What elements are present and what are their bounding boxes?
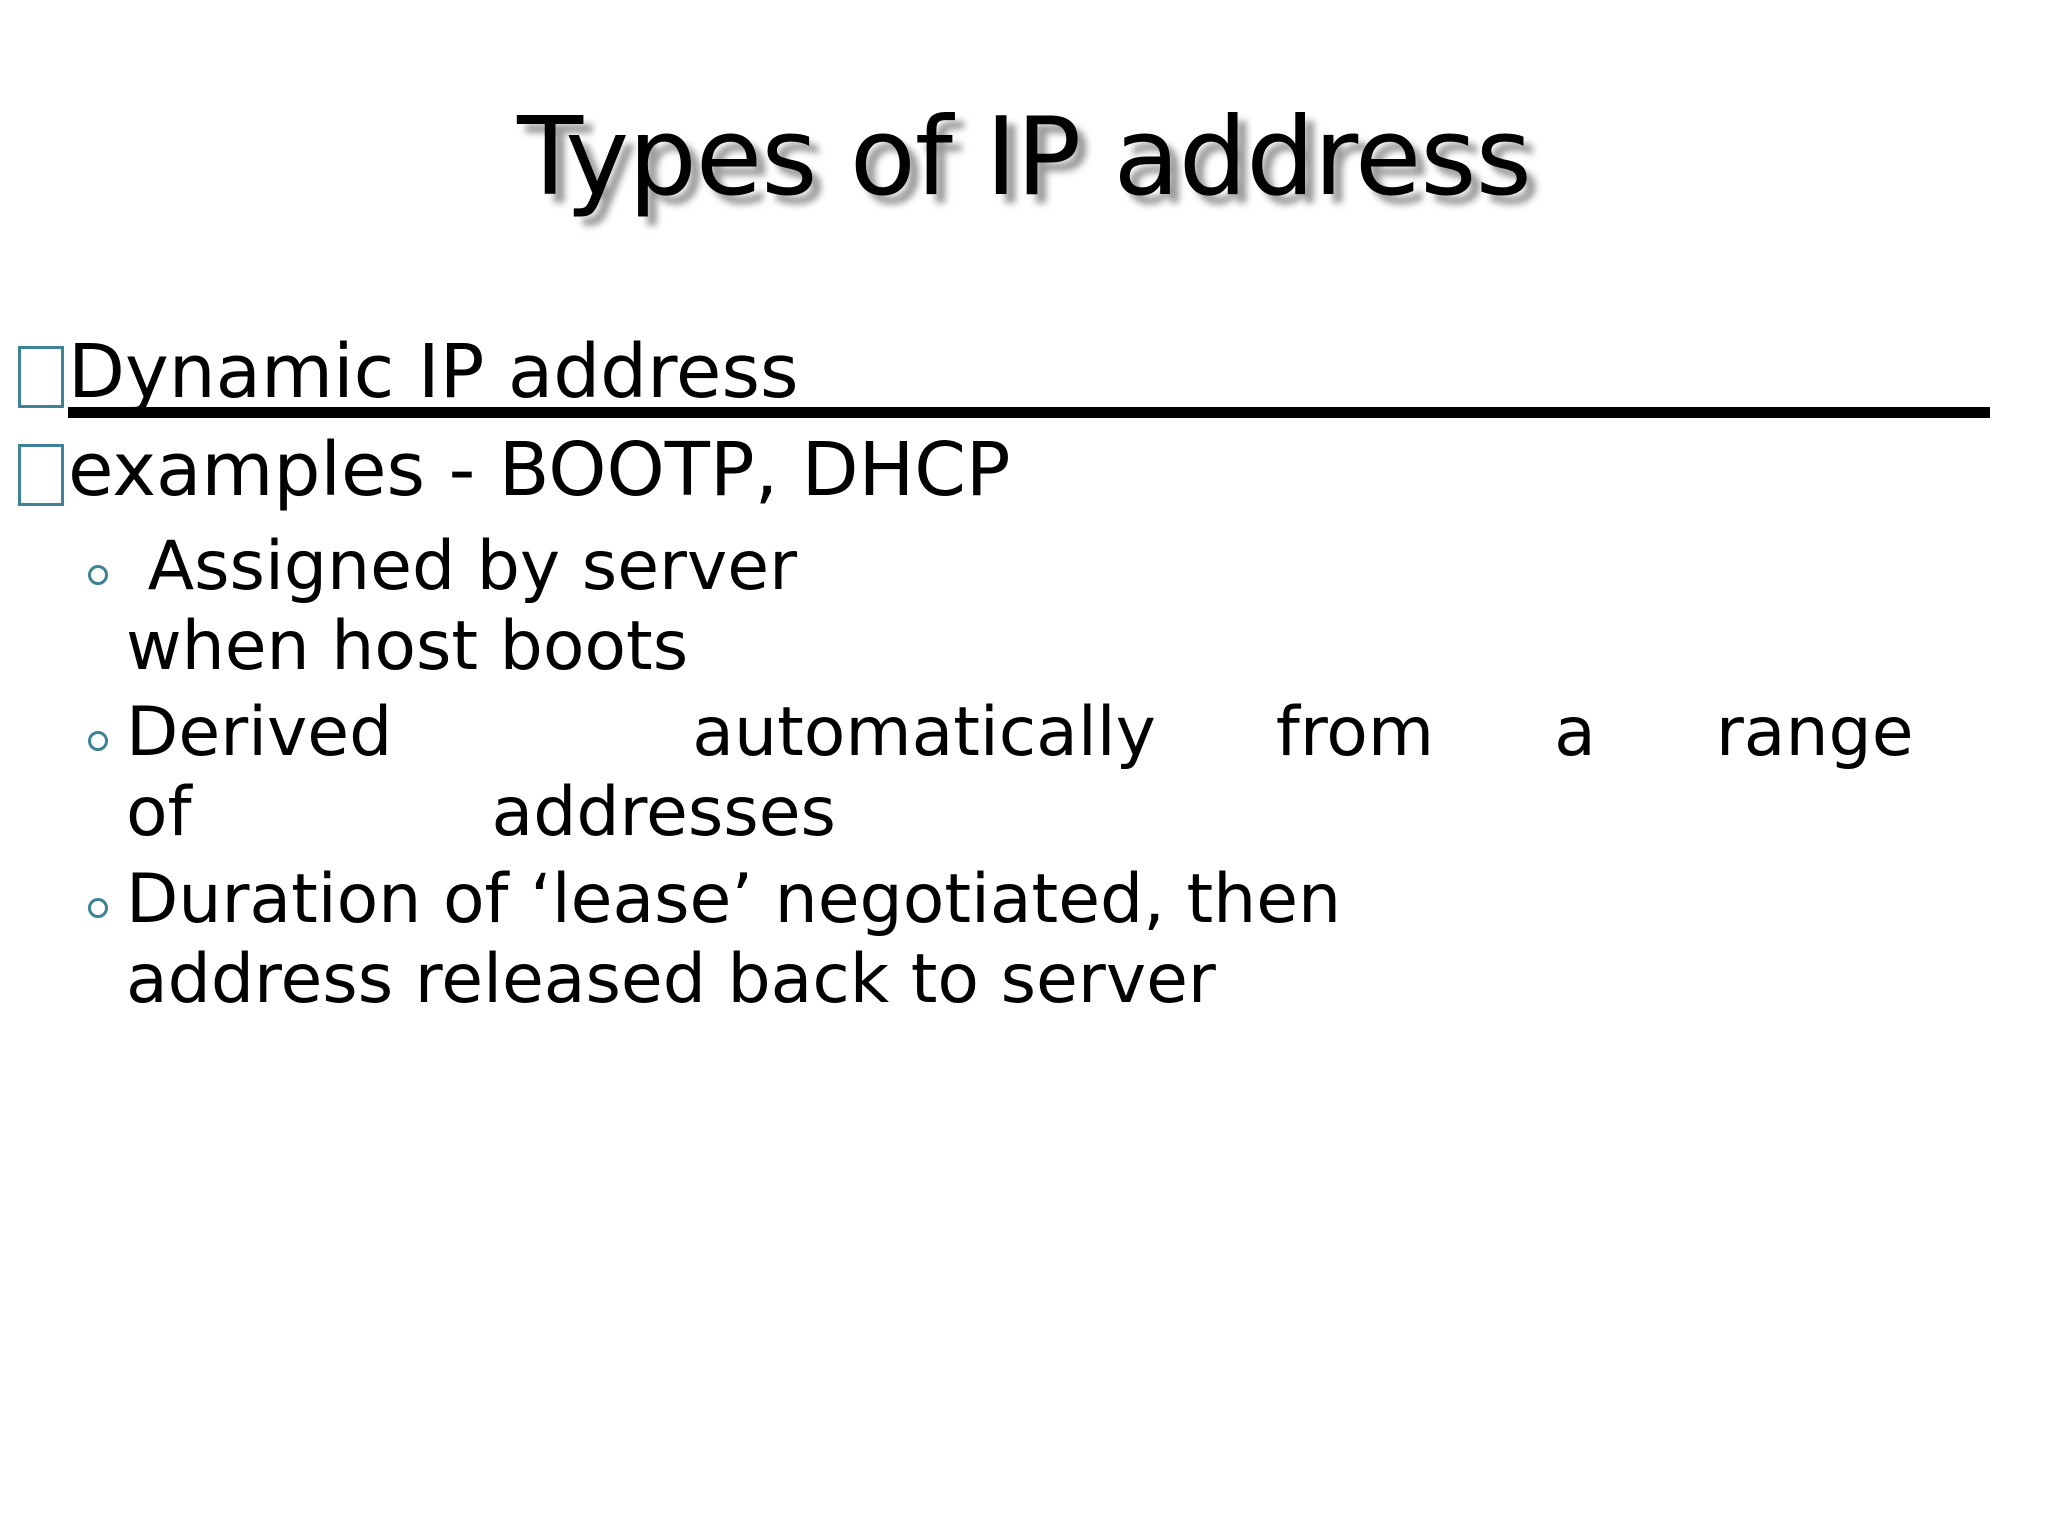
sub-bullet-line: address released back to server: [126, 939, 1216, 1019]
sub-bullet-line: Derived automatically from a range: [126, 693, 1990, 773]
sub-bullet-line: Duration of ‘lease’ negotiated, then: [126, 859, 1342, 939]
hollow-circle-bullet-icon: [88, 897, 108, 918]
sub-bullet-text-block: Duration of ‘lease’ negotiated, then add…: [126, 860, 1990, 1020]
word-from: from: [1275, 693, 1435, 773]
sub-bullet-item-assigned-by-server: Assigned by server when host boots: [18, 527, 1990, 687]
hollow-square-bullet-icon: [18, 346, 64, 408]
hollow-circle-bullet-icon: [88, 731, 108, 752]
underline-rule: [68, 407, 1990, 419]
sub-bullet-text-block: Derived automatically from a range of address…: [126, 693, 1990, 853]
slide-body: Dynamic IP address examples - BOOTP, DHC…: [0, 330, 1990, 1026]
hollow-square-bullet-icon: [18, 444, 64, 507]
bullet-label-dynamic-ip: Dynamic IP address: [68, 329, 799, 415]
slide-title: Types of IP address: [517, 95, 1532, 220]
word-derived: Derived: [126, 693, 393, 773]
word-of: of: [126, 773, 192, 853]
bullet-text-wrapper: Dynamic IP address: [68, 329, 1990, 419]
word-automatically: automatically: [692, 693, 1156, 773]
word-a: a: [1554, 693, 1596, 773]
sub-bullet-text-block: Assigned by server when host boots: [126, 527, 1990, 687]
sub-bullet-item-lease-duration: Duration of ‘lease’ negotiated, then add…: [18, 860, 1990, 1020]
word-addresses: addresses: [491, 773, 836, 853]
sub-bullet-item-derived-automatically: Derived automatically from a range of address…: [18, 693, 1990, 853]
sub-bullet-line: Assigned by server: [126, 526, 798, 606]
word-range: range: [1715, 693, 1914, 773]
hollow-circle-bullet-icon: [88, 564, 108, 585]
bullet-item-dynamic-ip: Dynamic IP address: [18, 329, 1990, 419]
bullet-item-examples: examples - BOOTP, DHCP: [18, 427, 1990, 514]
sub-bullet-line: when host boots: [126, 606, 689, 686]
bullet-label-examples: examples - BOOTP, DHCP: [68, 427, 1011, 514]
sub-bullet-line: of addresses: [126, 773, 1990, 853]
